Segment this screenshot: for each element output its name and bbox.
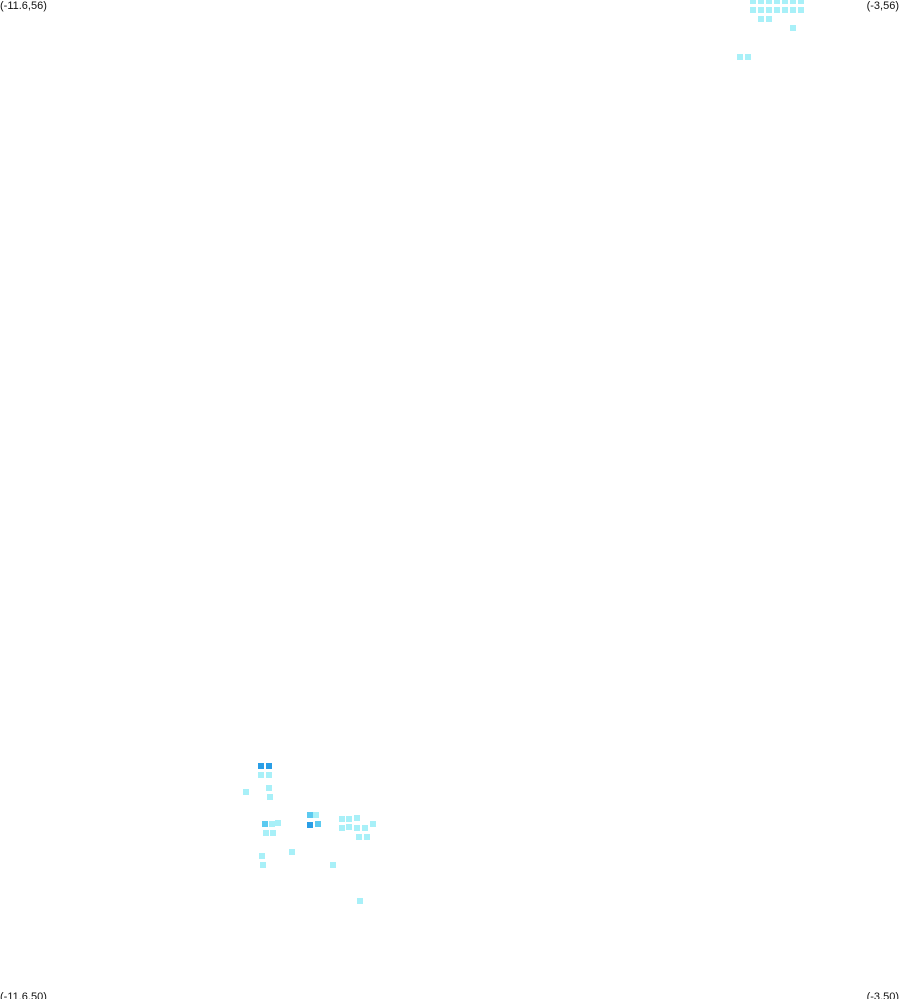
map-cell — [266, 763, 272, 769]
map-cell — [259, 853, 265, 859]
map-cell — [774, 7, 780, 13]
map-cell — [267, 794, 273, 800]
map-cell — [266, 785, 272, 791]
corner-label-top-left: (-11.6,56) — [0, 0, 47, 12]
map-cell — [766, 7, 772, 13]
map-cell — [758, 16, 764, 22]
map-cell — [362, 825, 368, 831]
map-cell — [262, 821, 268, 827]
map-cell — [330, 862, 336, 868]
map-cell — [364, 834, 370, 840]
map-cell — [790, 0, 796, 4]
map-cell — [774, 0, 780, 4]
map-cell — [346, 824, 352, 830]
map-cell — [243, 789, 249, 795]
map-cell — [766, 0, 772, 4]
map-cell — [339, 816, 345, 822]
map-cell — [370, 821, 376, 827]
map-cell — [307, 812, 313, 818]
map-cell — [758, 0, 764, 4]
map-cell — [782, 0, 788, 4]
map-cell — [737, 54, 743, 60]
map-cell — [339, 825, 345, 831]
map-cell — [315, 821, 321, 827]
map-cell — [354, 815, 360, 821]
map-cell — [275, 820, 281, 826]
map-cell — [270, 830, 276, 836]
map-cell — [346, 816, 352, 822]
map-cell — [766, 16, 772, 22]
corner-label-bottom-left: (-11.6,50) — [0, 991, 47, 999]
map-cell — [289, 849, 295, 855]
map-cell — [758, 7, 764, 13]
map-cell — [790, 25, 796, 31]
corner-label-bottom-right: (-3,50) — [866, 991, 899, 999]
map-cell — [782, 7, 788, 13]
map-cell — [356, 834, 362, 840]
map-cell — [260, 862, 266, 868]
map-cell — [357, 898, 363, 904]
map-cell — [745, 54, 751, 60]
map-cell — [266, 772, 272, 778]
map-cell — [269, 821, 275, 827]
map-cell — [307, 822, 313, 828]
map-cell — [750, 0, 756, 4]
map-cell — [750, 7, 756, 13]
map-cell — [313, 812, 319, 818]
map-cell — [790, 7, 796, 13]
map-cell — [798, 0, 804, 4]
map-cell — [258, 772, 264, 778]
map-cell — [263, 830, 269, 836]
corner-label-top-right: (-3,56) — [866, 0, 899, 12]
map-cell — [354, 825, 360, 831]
map-cell — [798, 7, 804, 13]
map-cell — [258, 763, 264, 769]
